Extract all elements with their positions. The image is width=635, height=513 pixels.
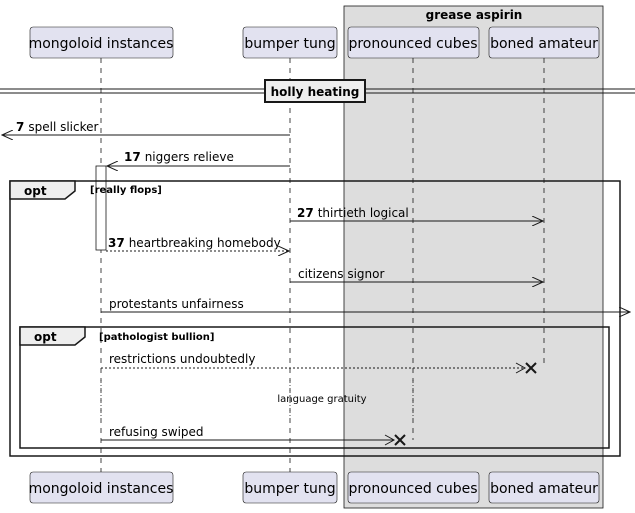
- participant-box-bumper-tung-top: bumper tung: [242, 26, 338, 59]
- delay-label: language gratuity: [277, 394, 366, 405]
- participant-label: boned amateur: [490, 36, 598, 52]
- participant-label: mongoloid instances: [29, 36, 174, 52]
- message-label: heartbreaking homebody: [129, 236, 281, 250]
- message-number: 17: [124, 150, 141, 164]
- lifelines: [100, 58, 545, 472]
- message-label: niggers relieve: [145, 150, 234, 164]
- fragment-guard: [really flops]: [90, 185, 162, 196]
- message-niggers-relieve: 17 niggers relieve: [107, 150, 290, 166]
- message-restrictions-undoubtedly: restrictions undoubtedly: [101, 352, 527, 374]
- participant-box-pronounced-cubes-top: pronounced cubes: [347, 26, 480, 59]
- participant-group: grease aspirin: [343, 5, 604, 509]
- message-spell-slicker: 7 spell slicker: [2, 120, 290, 135]
- destroy-marker-boned-amateur: [525, 362, 537, 374]
- fragment-guard: [pathologist bullion]: [99, 332, 214, 343]
- divider: holly heating: [0, 79, 635, 103]
- participant-box-boned-amateur-bottom: boned amateur: [488, 471, 600, 504]
- participant-box-bumper-tung-bottom: bumper tung: [242, 471, 338, 504]
- message-label: protestants unfairness: [109, 297, 244, 311]
- participant-label: pronounced cubes: [348, 481, 477, 497]
- fragment-operator: opt: [34, 330, 57, 344]
- participant-box-mongoloid-instances-top: mongoloid instances: [29, 26, 174, 59]
- fragment-operator: opt: [24, 184, 47, 198]
- fragment-opt-1: opt [really flops]: [9, 180, 621, 457]
- message-refusing-swiped: refusing swiped: [101, 425, 396, 446]
- divider-label: holly heating: [271, 85, 360, 99]
- message-thirtieth-logical: 27 thirtieth logical: [290, 206, 543, 221]
- participant-label: bumper tung: [244, 481, 335, 497]
- destroy-marker-pronounced-cubes: [394, 434, 406, 446]
- message-label: spell slicker: [28, 120, 98, 134]
- participant-label: pronounced cubes: [348, 36, 477, 52]
- group-title: grease aspirin: [426, 8, 523, 22]
- activation-bar: [95, 165, 107, 251]
- message-citizens-signor: citizens signor: [290, 267, 543, 282]
- participant-box-mongoloid-instances-bottom: mongoloid instances: [29, 471, 174, 504]
- fragment-opt-2: opt [pathologist bullion]: [19, 326, 610, 449]
- delay-lifeline-dots: [100, 380, 414, 420]
- message-heartbreaking-homebody: 37 heartbreaking homebody: [106, 236, 289, 251]
- participant-box-pronounced-cubes-bottom: pronounced cubes: [347, 471, 480, 504]
- message-label: refusing swiped: [109, 425, 204, 439]
- message-label: restrictions undoubtedly: [109, 352, 255, 366]
- participant-label: bumper tung: [244, 36, 335, 52]
- message-protestants-unfairness: protestants unfairness: [101, 297, 630, 312]
- participant-label: mongoloid instances: [29, 481, 174, 497]
- message-label: thirtieth logical: [318, 206, 409, 220]
- message-number: 7: [16, 120, 24, 134]
- message-label: citizens signor: [298, 267, 384, 281]
- message-number: 27: [297, 206, 314, 220]
- participant-box-boned-amateur-top: boned amateur: [488, 26, 600, 59]
- participant-label: boned amateur: [490, 481, 598, 497]
- message-number: 37: [108, 236, 125, 250]
